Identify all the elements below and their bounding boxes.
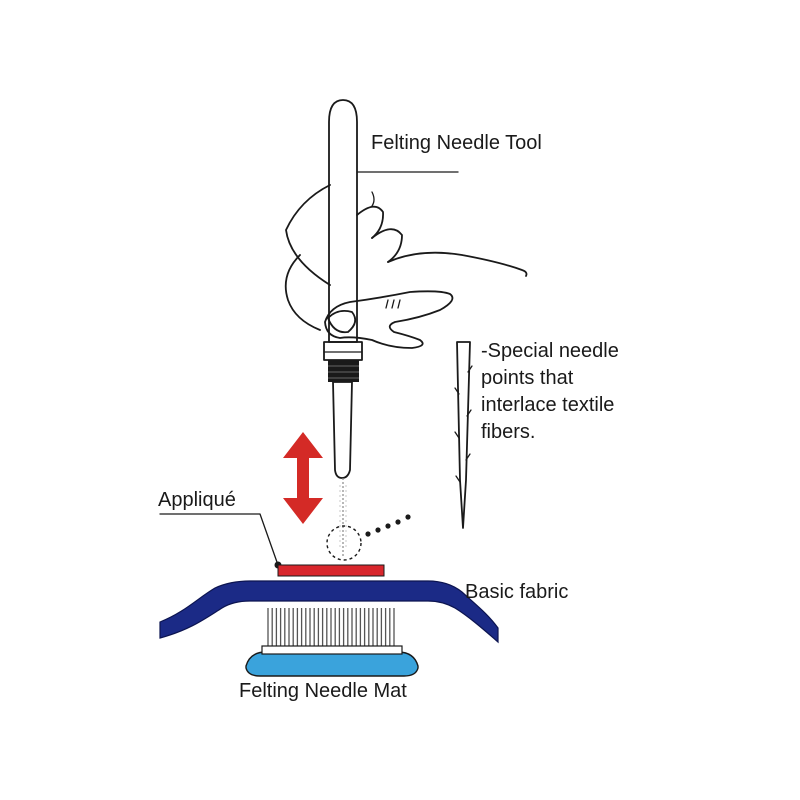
label-felting-needle-tool: Felting Needle Tool: [371, 132, 542, 154]
up-down-arrow-icon: [283, 432, 323, 524]
needle-note-line-2: points that: [481, 367, 574, 389]
needle-note-line-3: interlace textile: [481, 394, 614, 416]
needle-note-line-1: -Special needle: [481, 340, 619, 362]
applique-leader-line: [159, 513, 279, 566]
label-needle-note: -Special needle points that interlace te…: [481, 340, 624, 443]
basic-fabric: [159, 580, 499, 644]
felting-needle-tool: [323, 99, 363, 556]
mat-base: [245, 651, 419, 677]
label-applique: Appliqué: [158, 489, 236, 511]
label-basic-fabric: Basic fabric: [465, 581, 568, 603]
barbed-needle-closeup: [454, 341, 473, 529]
mat-bristles: [267, 608, 395, 646]
magnification-indicator: [326, 514, 411, 561]
label-felting-needle-mat: Felting Needle Mat: [239, 680, 407, 702]
needle-note-line-4: fibers.: [481, 421, 535, 443]
hand-drawing: [284, 184, 528, 349]
applique-piece: [277, 564, 385, 577]
mat-top-plate: [261, 645, 403, 655]
